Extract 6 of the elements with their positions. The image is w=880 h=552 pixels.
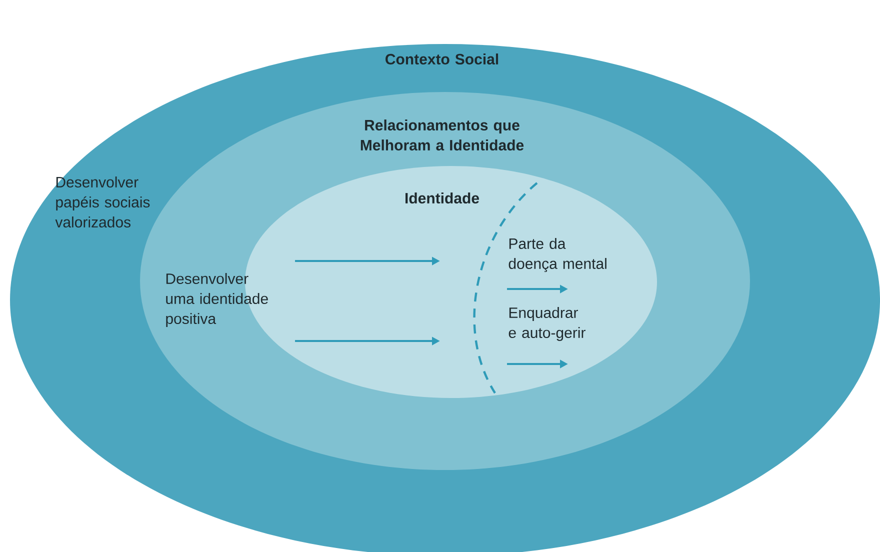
body-text: Parte da doença mental xyxy=(508,238,606,272)
heading: Identidade xyxy=(406,192,479,204)
body-text: Enquadrar e auto-gerir xyxy=(508,307,586,341)
heading: Relacionamentos que Melhoram a Identidade xyxy=(360,120,524,150)
body-text: Desenvolver uma identidade positiva xyxy=(166,273,268,327)
heading: Contexto Social xyxy=(386,54,498,64)
